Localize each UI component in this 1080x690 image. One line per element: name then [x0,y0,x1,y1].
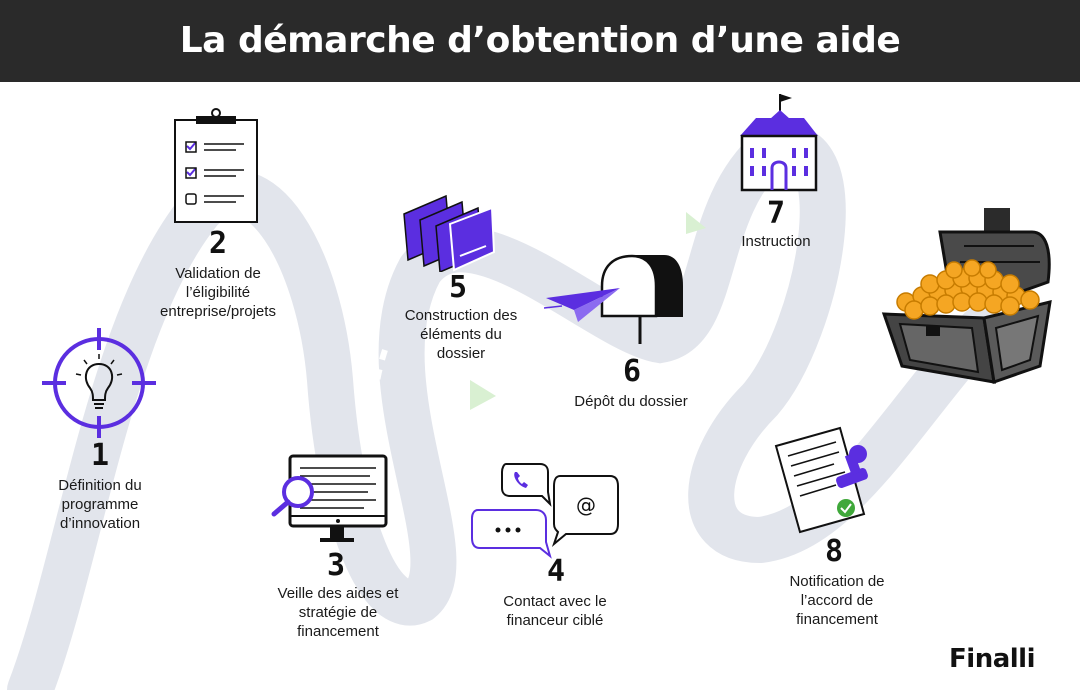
step-8-number: 8 [824,534,844,569]
svg-text:@: @ [576,493,596,517]
monitor-magnifier-icon [271,454,388,542]
step-5-label: Construction des éléments du dossier [404,307,518,362]
step-4-label: Contact avec le financeur ciblé [503,593,607,629]
clipboard-checklist-icon [174,108,258,223]
step-7-label: Instruction [741,233,811,250]
step-6-number: 6 [622,354,642,389]
target-lightbulb-icon [42,328,156,438]
step-2-number: 2 [208,226,228,261]
step-1-label: Définition du programme d’innovation [58,477,142,532]
step-3-label: Veille des aides et stratégie de finance… [277,585,399,640]
header-bar: La démarche d’obtention d’une aide [0,0,1080,82]
step-3-number: 3 [326,548,346,583]
step-6-label: Dépôt du dossier [574,393,688,410]
step-8-label: Notification de l’accord de financement [789,573,885,628]
page-title: La démarche d’obtention d’une aide [179,20,901,61]
stamped-document-icon [774,426,868,534]
treasure-chest-icon [881,208,1052,385]
step-4-number: 4 [546,554,566,589]
step-5-number: 5 [448,270,468,305]
step-2-label: Validation de l’éligibilité entreprise/p… [160,265,276,320]
folders-icon [403,194,496,272]
brand-logo: Finalli [949,644,1035,674]
step-1-number: 1 [90,438,110,473]
step-7-number: 7 [766,196,786,231]
mailbox-paperplane-icon [544,254,683,344]
institution-building-icon [740,94,818,192]
chat-bubbles-icon: @ [471,463,619,559]
